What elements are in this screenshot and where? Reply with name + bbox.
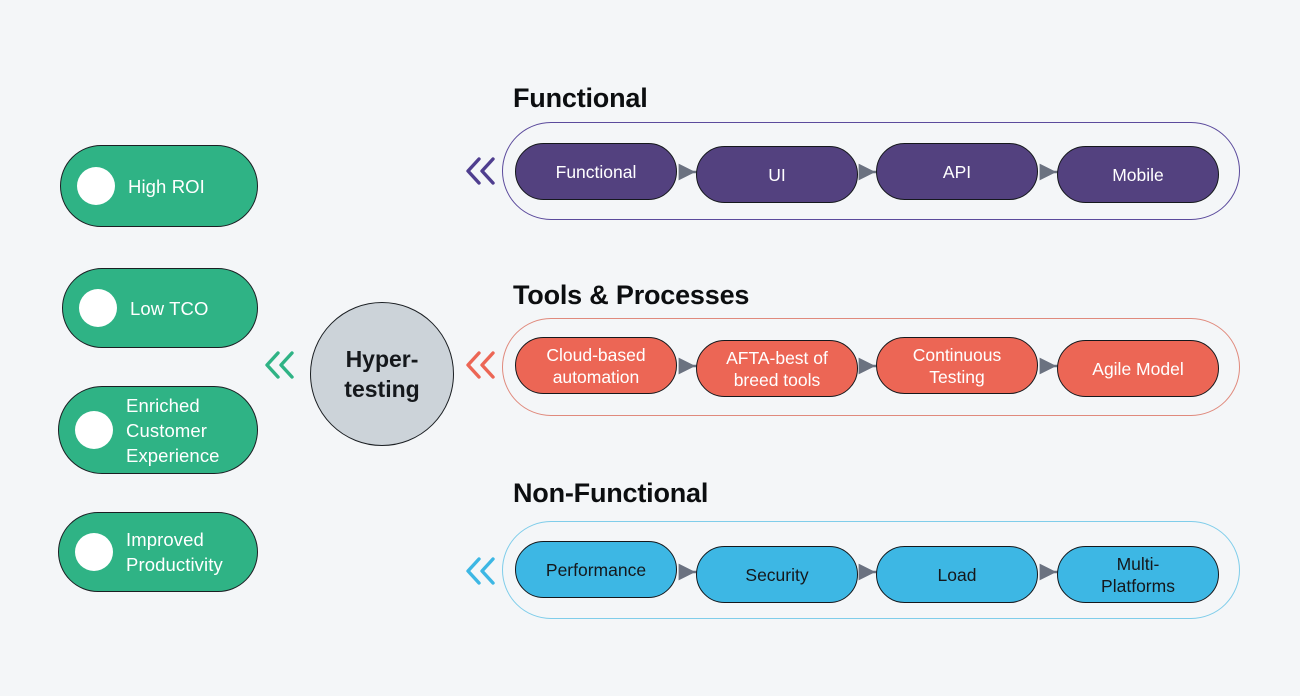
stage-label: Performance bbox=[545, 559, 647, 580]
chevron-tools-to-hub bbox=[463, 347, 499, 383]
benefit-pill[interactable]: High ROI bbox=[60, 145, 258, 227]
stage-pill[interactable]: Security bbox=[696, 546, 858, 603]
stage-label: Multi- Platforms bbox=[1101, 553, 1175, 596]
stage-pill[interactable]: Agile Model bbox=[1057, 340, 1219, 397]
benefit-label: Enriched Customer Experience bbox=[126, 394, 220, 466]
benefit-label: High ROI bbox=[128, 175, 205, 197]
hub-circle[interactable]: Hyper- testing bbox=[310, 302, 454, 446]
stage-label: Cloud-based automation bbox=[546, 344, 646, 387]
benefit-pill[interactable]: Improved Productivity bbox=[58, 512, 258, 592]
circle-dot-icon bbox=[79, 289, 117, 327]
stage-label: Agile Model bbox=[1092, 358, 1184, 379]
section-heading-functional: Functional bbox=[513, 83, 648, 113]
circle-dot-icon bbox=[75, 533, 113, 571]
stage-label: AFTA-best of breed tools bbox=[726, 347, 828, 390]
section-heading-tools-processes: Tools & Processes bbox=[513, 280, 750, 310]
stage-pill[interactable]: Mobile bbox=[1057, 146, 1219, 203]
circle-dot-icon bbox=[77, 167, 115, 205]
stage-label: Mobile bbox=[1112, 164, 1164, 185]
group-frame-functional bbox=[502, 122, 1240, 220]
stage-label: Continuous Testing bbox=[912, 344, 1002, 387]
stage-pill[interactable]: Load bbox=[876, 546, 1038, 603]
stage-pill[interactable]: Functional bbox=[515, 143, 677, 200]
circle-dot-icon bbox=[75, 411, 113, 449]
hub-label: Hyper- testing bbox=[344, 346, 420, 402]
stage-label: UI bbox=[768, 164, 786, 185]
stage-pill[interactable]: Performance bbox=[515, 541, 677, 598]
stage-pill[interactable]: Multi- Platforms bbox=[1057, 546, 1219, 603]
stage-label: Load bbox=[937, 564, 977, 585]
stage-label: Security bbox=[745, 564, 809, 585]
stage-pill[interactable]: Cloud-based automation bbox=[515, 337, 677, 394]
benefit-pill[interactable]: Low TCO bbox=[62, 268, 258, 348]
chevron-hub-to-benefits bbox=[262, 347, 298, 383]
stage-label: API bbox=[942, 161, 972, 182]
benefit-label: Improved Productivity bbox=[126, 529, 223, 575]
chevron-nonfunctional-to-hub bbox=[463, 553, 499, 589]
stage-pill[interactable]: AFTA-best of breed tools bbox=[696, 340, 858, 397]
benefit-label: Low TCO bbox=[130, 297, 209, 319]
section-heading-non-functional: Non-Functional bbox=[513, 478, 709, 508]
group-frame-non-functional bbox=[502, 521, 1240, 619]
stage-pill[interactable]: Continuous Testing bbox=[876, 337, 1038, 394]
stage-pill[interactable]: API bbox=[876, 143, 1038, 200]
stage-pill[interactable]: UI bbox=[696, 146, 858, 203]
group-frame-tools-processes bbox=[502, 318, 1240, 416]
chevron-functional-to-hub bbox=[463, 153, 499, 189]
benefit-pill[interactable]: Enriched Customer Experience bbox=[58, 386, 258, 474]
stage-label: Functional bbox=[555, 161, 637, 182]
